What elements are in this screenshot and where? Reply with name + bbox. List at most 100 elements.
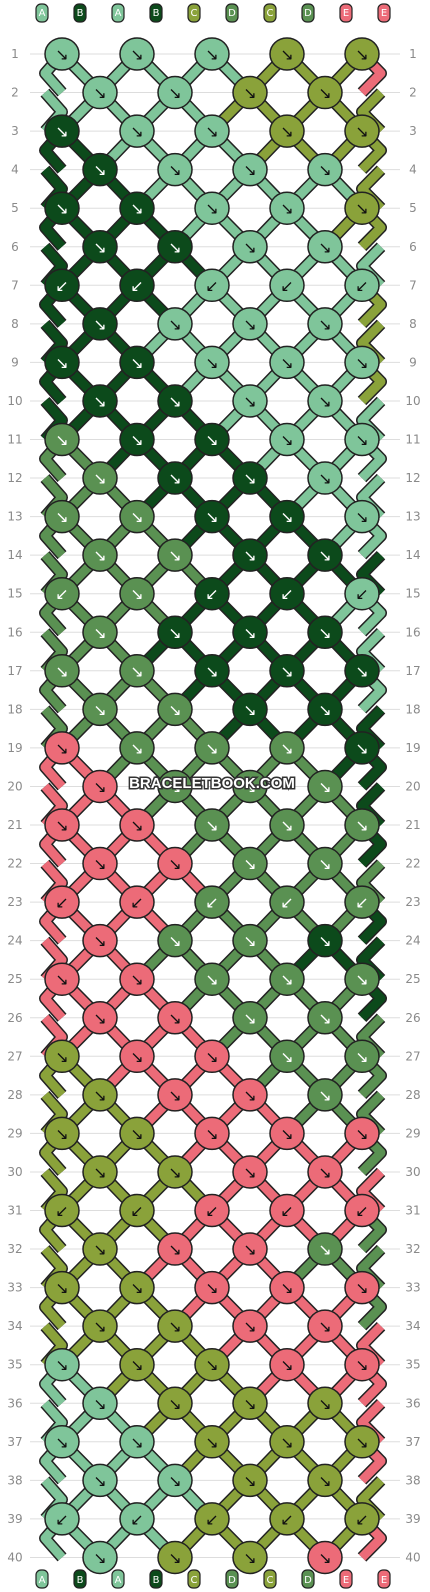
knot <box>232 1540 268 1575</box>
knot <box>269 1425 305 1459</box>
knot-arrow-icon: ↘ <box>318 84 331 103</box>
row-number-left: 11 <box>7 433 22 447</box>
knot <box>194 191 230 225</box>
knot-arrow-icon: ↘ <box>130 199 143 218</box>
knot <box>307 538 343 572</box>
row-number-left: 27 <box>7 1049 22 1063</box>
knot-arrow-icon: ↘ <box>280 1433 293 1452</box>
knot-arrow-icon: ↘ <box>205 816 218 835</box>
knot <box>307 152 343 187</box>
knot <box>82 1540 118 1575</box>
row-number-right: 14 <box>405 548 420 562</box>
knot <box>157 1540 193 1575</box>
knot-arrow-icon: ↘ <box>355 353 368 372</box>
knot-arrow-icon: ↙ <box>280 893 293 912</box>
row-number-right: 21 <box>405 818 420 832</box>
strand-label-top: B <box>153 8 160 19</box>
knot <box>44 1425 80 1459</box>
knot <box>157 1463 193 1498</box>
knot <box>82 923 118 958</box>
knot <box>269 731 305 765</box>
knot <box>232 307 268 341</box>
knot <box>82 1155 118 1189</box>
knot <box>307 769 343 804</box>
knot-arrow-icon: ↙ <box>130 893 143 912</box>
row-number-right: 3 <box>409 124 417 138</box>
knot <box>232 461 268 495</box>
strand-stub-bottom <box>339 1569 353 1589</box>
row-number-right: 18 <box>405 702 420 716</box>
knot <box>119 808 155 842</box>
knot-arrow-icon: ↘ <box>280 508 293 527</box>
knot <box>44 731 80 765</box>
knot-arrow-icon: ↘ <box>93 932 106 951</box>
row-number-left: 21 <box>7 818 22 832</box>
knot <box>119 1425 155 1459</box>
knot <box>119 731 155 765</box>
knot-arrow-icon: ↘ <box>168 1240 181 1259</box>
knot-arrow-icon: ↙ <box>55 1510 68 1529</box>
knot <box>307 1155 343 1189</box>
strand-stub-bottom <box>73 1569 87 1589</box>
knot-arrow-icon: ↘ <box>318 1086 331 1105</box>
row-number-right: 32 <box>405 1242 420 1256</box>
knot-arrow-icon: ↘ <box>55 1433 68 1452</box>
knot-arrow-icon: ↘ <box>168 392 181 411</box>
knot-arrow-icon: ↙ <box>280 1202 293 1221</box>
knot <box>344 499 380 534</box>
knot <box>307 846 343 881</box>
knot <box>82 1309 118 1343</box>
knot-arrow-icon: ↘ <box>355 431 368 450</box>
row-number-right: 17 <box>405 664 420 678</box>
knot <box>232 615 268 649</box>
knot <box>119 962 155 996</box>
strand-stub-bottom <box>301 1569 315 1589</box>
knot <box>194 1502 230 1536</box>
row-number-right: 15 <box>405 587 420 601</box>
knot <box>44 576 80 611</box>
knot-arrow-icon: ↘ <box>130 1124 143 1143</box>
knot <box>269 499 305 534</box>
knot-arrow-icon: ↘ <box>130 970 143 989</box>
row-number-right: 22 <box>405 857 420 871</box>
row-number-right: 40 <box>405 1550 420 1564</box>
row-number-left: 23 <box>7 895 22 909</box>
knot-arrow-icon: ↘ <box>318 1471 331 1490</box>
knot-arrow-icon: ↘ <box>168 315 181 334</box>
knot-arrow-icon: ↘ <box>93 546 106 565</box>
knot <box>232 769 268 804</box>
knot-arrow-icon: ↙ <box>355 585 368 604</box>
knot <box>119 1193 155 1228</box>
knot <box>232 152 268 187</box>
row-number-right: 16 <box>405 625 420 639</box>
knot-arrow-icon: ↘ <box>243 315 256 334</box>
knot-arrow-icon: ↘ <box>168 1009 181 1028</box>
knot <box>232 1386 268 1420</box>
strand-label-top: A <box>115 8 122 19</box>
strand-stub-bottom <box>377 1569 391 1589</box>
knot-arrow-icon: ↘ <box>355 739 368 758</box>
knot <box>44 114 80 148</box>
row-number-left: 30 <box>7 1165 22 1179</box>
knot <box>194 654 230 688</box>
knot <box>157 1386 193 1420</box>
knot-arrow-icon: ↙ <box>280 585 293 604</box>
row-number-left: 12 <box>7 471 22 485</box>
strand-label-bottom: D <box>228 1575 236 1586</box>
row-number-right: 35 <box>405 1358 420 1372</box>
row-number-left: 5 <box>11 201 19 215</box>
knot-arrow-icon: ↘ <box>55 508 68 527</box>
knot-arrow-icon: ↘ <box>280 1356 293 1375</box>
knot <box>194 1270 230 1305</box>
row-number-left: 33 <box>7 1281 22 1295</box>
knot-arrow-icon: ↙ <box>55 893 68 912</box>
knot <box>307 1232 343 1266</box>
knot-arrow-icon: ↘ <box>93 1086 106 1105</box>
knot <box>194 808 230 842</box>
knot <box>157 615 193 649</box>
knot-arrow-icon: ↘ <box>280 970 293 989</box>
knot-arrow-icon: ↙ <box>55 585 68 604</box>
knot <box>344 885 380 919</box>
row-number-left: 8 <box>11 317 19 331</box>
